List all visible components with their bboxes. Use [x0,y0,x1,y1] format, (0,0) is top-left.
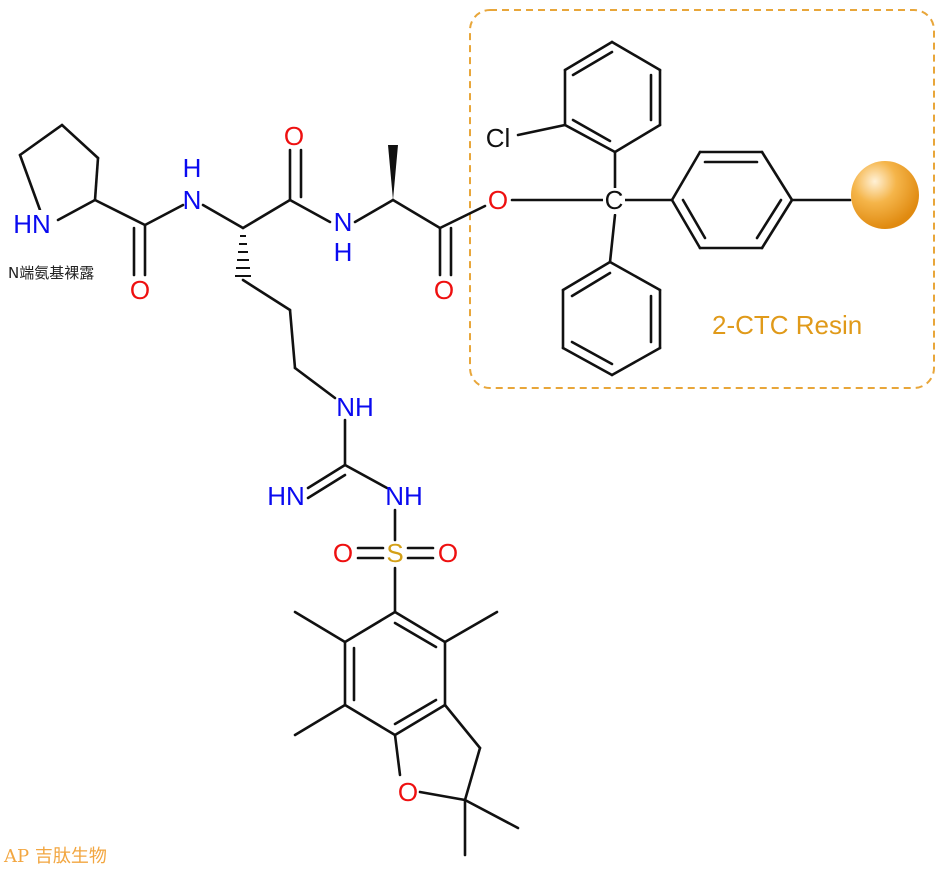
resin-region-box [469,9,935,389]
atom-proline-nh: HN [13,209,51,239]
atom-arg-carbonyl-o: O [284,121,304,151]
atom-ala-carbonyl-o: O [434,275,454,305]
atom-furan-o: O [398,777,418,807]
atom-arg-ala-n: N [334,207,353,237]
atom-guanidine-imine: HN [267,481,305,511]
brand-watermark: AP 吉肽生物 [3,846,107,867]
atom-guanidine-nh: NH [336,392,374,422]
atom-arg-ala-h: H [334,237,353,267]
atom-sulfonyl-o-left: O [333,538,353,568]
atom-guanidine-nh2: NH [385,481,423,511]
atom-chlorine: Cl [486,123,511,153]
atom-pro-arg-n: N [183,185,202,215]
resin-bead-icon [851,161,919,229]
atom-trityl-c: C [605,185,624,215]
resin-label: 2-CTC Resin [712,310,862,340]
atom-ester-o: O [488,185,508,215]
atom-labels: HN H N O O N H O O Cl C NH HN NH S O O O [6,121,625,807]
wedge-bond-ala-methyl [388,145,398,200]
atom-sulfonyl-o-right: O [438,538,458,568]
atom-pro-carbonyl-o: O [130,275,150,305]
atom-sulfur: S [386,538,403,568]
bond-lines [18,40,852,857]
atom-pro-arg-h: H [183,153,202,183]
n-terminus-note: N端氨基裸露 [8,264,94,282]
hashed-bond-arg [235,235,251,277]
